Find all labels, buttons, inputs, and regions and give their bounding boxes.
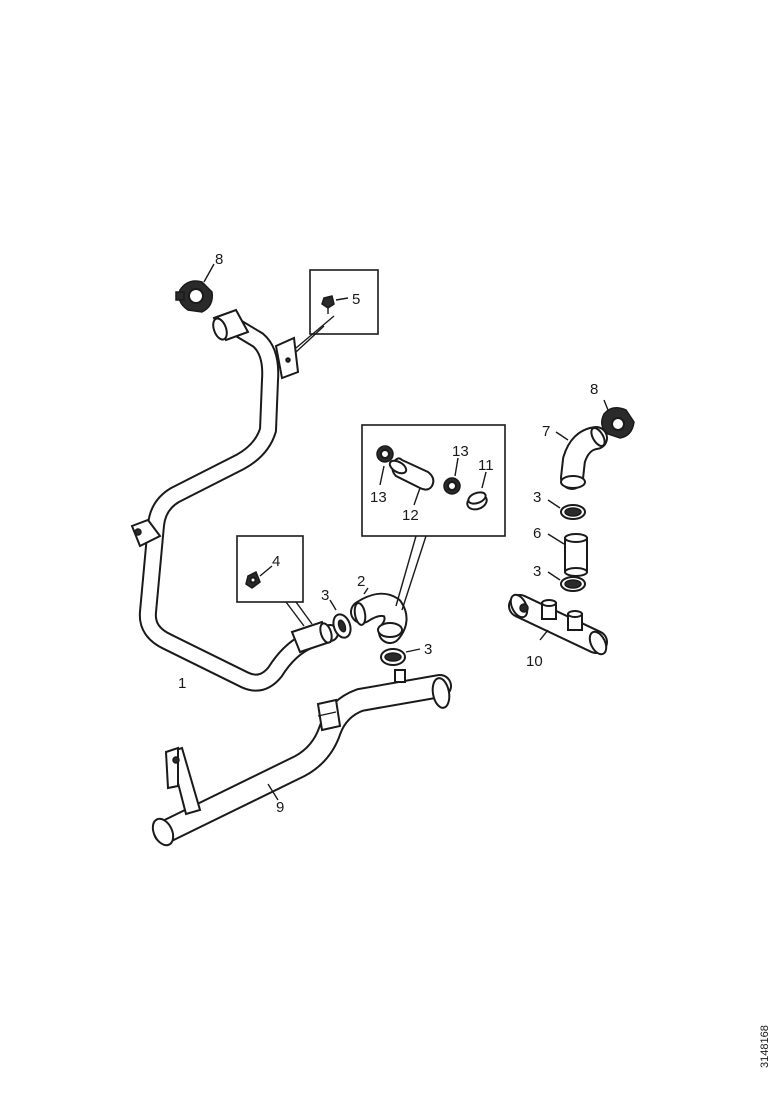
reference-code: 3148168 — [759, 1025, 771, 1068]
callout-1: 1 — [178, 675, 186, 692]
clip-4-icon — [245, 570, 261, 589]
callout-6: 6 — [533, 525, 541, 542]
elbow-hose-2 — [350, 587, 408, 644]
callout-3-b: 3 — [424, 641, 432, 658]
clip-5-icon — [321, 295, 335, 314]
callout-3-d: 3 — [533, 563, 541, 580]
detail-box-11-13 — [361, 424, 506, 611]
callout-9: 9 — [276, 799, 284, 816]
hose-clamp-3-a — [329, 599, 352, 639]
manifold-pipe-10 — [508, 593, 608, 656]
callout-7: 7 — [542, 423, 550, 440]
pipe-1-side-clip — [130, 518, 162, 548]
callout-13-left: 13 — [370, 489, 387, 506]
clamp-13-left-icon — [376, 445, 394, 463]
pipe-9-bracket-mid — [316, 698, 342, 732]
callout-13-right: 13 — [452, 443, 469, 460]
callout-3-c: 3 — [533, 489, 541, 506]
pipe-9 — [151, 669, 452, 847]
hose-clamp-3-d — [547, 571, 586, 592]
hose-clamp-3-b — [380, 648, 421, 666]
pipe-1 — [130, 308, 339, 692]
detail-box-4 — [236, 535, 313, 627]
callout-5: 5 — [352, 291, 360, 308]
hose-clamp-8-right — [601, 399, 635, 439]
hose-clamp-3-c — [547, 499, 586, 520]
hose-clamp-8-left — [175, 263, 215, 313]
elbow-hose-7 — [555, 426, 608, 490]
callout-2: 2 — [357, 573, 365, 590]
callout-8-right: 8 — [590, 381, 598, 398]
pipe-1-upper-hose — [212, 308, 250, 342]
pipe-1-bracket-upper — [274, 336, 300, 380]
callout-11: 11 — [478, 457, 494, 474]
callout-10: 10 — [526, 653, 543, 670]
cap-11-icon — [466, 491, 488, 511]
callout-3-a: 3 — [321, 587, 329, 604]
callout-8-left: 8 — [215, 251, 223, 268]
pipe-9-bracket-left — [164, 746, 202, 816]
detail-box-5 — [295, 269, 379, 353]
clamp-13-right-icon — [443, 477, 461, 495]
pipe-1-lower-hose — [290, 620, 333, 654]
callout-4: 4 — [272, 553, 280, 570]
callout-12: 12 — [402, 507, 419, 524]
hose-6 — [547, 533, 588, 577]
